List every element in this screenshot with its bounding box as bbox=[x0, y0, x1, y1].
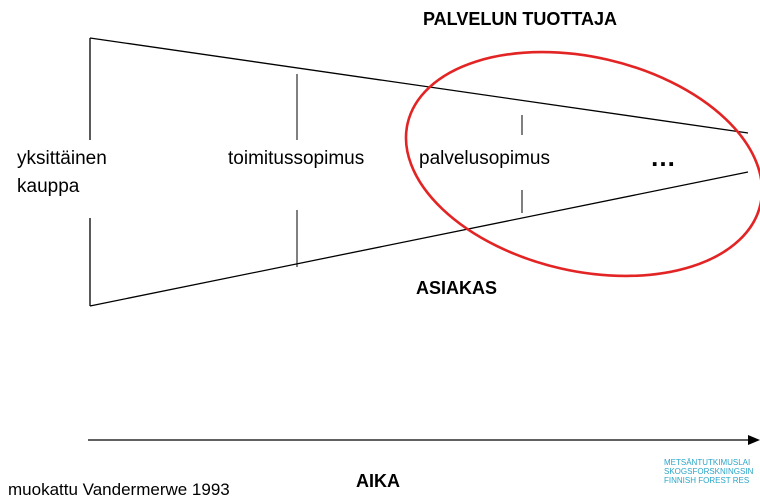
stage-delivery-contract: toimitussopimus bbox=[228, 148, 365, 169]
stage-more-ellipsis: … bbox=[650, 142, 676, 172]
stage-single-purchase-line1: yksittäinen bbox=[17, 148, 107, 169]
time-axis-arrowhead bbox=[748, 435, 760, 445]
logo-line-1: METSÄNTUTKIMUSLAI bbox=[664, 458, 751, 467]
provider-line bbox=[89, 37, 749, 134]
provider-label: PALVELUN TUOTTAJA bbox=[423, 9, 617, 29]
stage-service-contract: palvelusopimus bbox=[419, 148, 550, 169]
time-axis-label: AIKA bbox=[356, 471, 400, 491]
logo-line-3: FINNISH FOREST RES bbox=[664, 476, 750, 485]
stage-single-purchase-line2: kauppa bbox=[17, 176, 80, 197]
logo-line-2: SKOGSFORSKNINGSIN bbox=[664, 467, 754, 476]
organization-logo-text: METSÄNTUTKIMUSLAI SKOGSFORSKNINGSIN FINN… bbox=[664, 458, 760, 485]
highlight-ellipse bbox=[404, 50, 760, 278]
customer-label: ASIAKAS bbox=[416, 278, 498, 298]
source-credit: muokattu Vandermerwe 1993 bbox=[8, 480, 230, 499]
customer-line bbox=[89, 171, 749, 307]
